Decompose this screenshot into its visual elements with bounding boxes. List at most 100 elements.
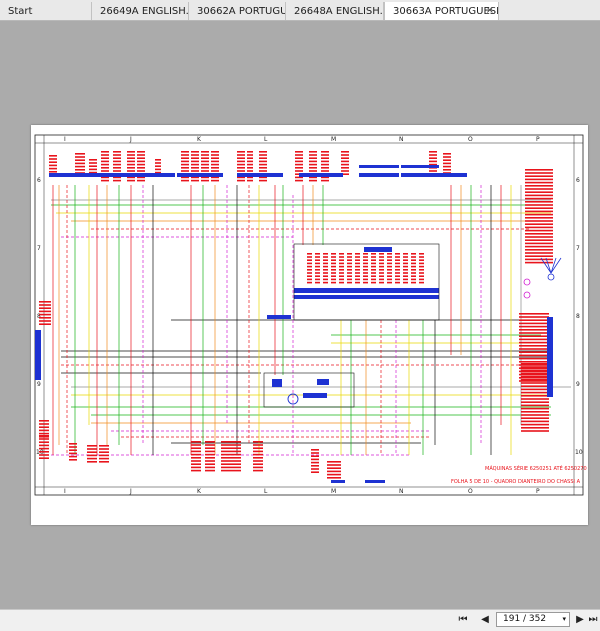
wire-label bbox=[211, 157, 219, 159]
wire-label bbox=[113, 160, 121, 163]
wire-label bbox=[181, 160, 189, 163]
wire-label bbox=[87, 445, 97, 447]
wire-label bbox=[201, 151, 209, 153]
wire-label bbox=[525, 242, 553, 245]
next-page-icon[interactable]: ▶ bbox=[576, 614, 584, 625]
wire-label bbox=[231, 447, 241, 449]
status-bar: ⏮ ◀ 191 / 352 ▾ ▶ ⏭ bbox=[0, 609, 600, 631]
wire-label bbox=[519, 341, 549, 344]
close-icon[interactable]: × bbox=[485, 5, 494, 16]
wire-label bbox=[387, 256, 392, 258]
wire-label bbox=[363, 275, 368, 277]
wire-label bbox=[309, 170, 317, 172]
wire-label bbox=[311, 465, 319, 467]
last-page-icon[interactable]: ⏭ bbox=[588, 614, 598, 625]
wire-label bbox=[521, 401, 549, 403]
wire-label bbox=[39, 438, 49, 440]
tab-26648a-english[interactable]: 26648A ENGLISH.pdf bbox=[286, 2, 384, 20]
wire-label bbox=[525, 220, 553, 222]
wire-label bbox=[403, 269, 408, 271]
wire-label bbox=[311, 468, 319, 470]
wire-label bbox=[339, 253, 344, 255]
wire-label bbox=[525, 207, 553, 209]
wire-label bbox=[237, 179, 245, 182]
wire-label bbox=[419, 253, 424, 255]
top-connector bbox=[97, 173, 157, 177]
wire-label bbox=[525, 178, 553, 181]
wire-label bbox=[247, 167, 253, 169]
wire-label bbox=[237, 157, 245, 159]
wire-label bbox=[521, 414, 549, 416]
document-viewer[interactable]: I J K L M N O P I J K L M N O P 6 7 8 9 … bbox=[0, 21, 600, 609]
wire-label bbox=[519, 332, 549, 334]
wire-label bbox=[295, 154, 303, 156]
wire-label bbox=[191, 179, 199, 182]
col-label-bottom: P bbox=[536, 488, 540, 495]
page-number-input[interactable]: 191 / 352 ▾ bbox=[496, 612, 570, 627]
wire-label bbox=[521, 379, 549, 381]
wire-label bbox=[347, 256, 352, 258]
wire-group bbox=[51, 185, 571, 456]
wire-label bbox=[231, 457, 241, 459]
wire-label bbox=[525, 201, 553, 203]
col-label-top: N bbox=[399, 136, 404, 143]
wire-label bbox=[429, 151, 437, 153]
wire-label bbox=[307, 265, 312, 268]
wire-label bbox=[75, 156, 85, 158]
wire-label bbox=[525, 226, 553, 229]
wire-label bbox=[323, 281, 328, 284]
wire-label bbox=[327, 470, 341, 473]
wire-label bbox=[363, 259, 368, 261]
wire-label bbox=[525, 204, 553, 206]
wire-label bbox=[327, 464, 341, 466]
wire-label bbox=[137, 151, 145, 153]
wire-label bbox=[443, 165, 451, 168]
tab-30662a-portugues[interactable]: 30662A PORTUGUES... bbox=[189, 2, 286, 20]
wire-label bbox=[521, 430, 549, 432]
wire-label bbox=[39, 441, 49, 443]
col-label-bottom: N bbox=[399, 488, 404, 495]
row-label-right: 9 bbox=[576, 381, 580, 388]
wire-label bbox=[403, 265, 408, 268]
wire-label bbox=[521, 363, 549, 365]
wire-label bbox=[347, 253, 352, 255]
wire-label bbox=[347, 275, 352, 277]
wire-label bbox=[525, 245, 553, 248]
wire-label bbox=[379, 259, 384, 261]
wire-label bbox=[127, 170, 135, 172]
wire-label bbox=[525, 249, 553, 251]
wire-label bbox=[355, 265, 360, 268]
tab-start[interactable]: Start bbox=[0, 2, 92, 20]
wire-label bbox=[253, 441, 263, 443]
wire-label bbox=[403, 281, 408, 284]
wire-label bbox=[39, 310, 51, 313]
wire-label bbox=[331, 259, 336, 261]
tab-26649a-english[interactable]: 26649A ENGLISH.pdf bbox=[92, 2, 189, 20]
first-page-icon[interactable]: ⏮ bbox=[458, 614, 468, 625]
wire-label bbox=[387, 265, 392, 268]
wire-label bbox=[323, 272, 328, 274]
wire-label bbox=[191, 157, 199, 159]
wire-label bbox=[323, 269, 328, 271]
wire-label bbox=[341, 167, 349, 169]
wire-label bbox=[395, 269, 400, 271]
wire-label bbox=[75, 165, 85, 168]
wire-label bbox=[395, 278, 400, 281]
wire-label bbox=[379, 269, 384, 271]
wire-label bbox=[419, 265, 424, 268]
chevron-down-icon[interactable]: ▾ bbox=[562, 615, 566, 623]
tab-30663a-portuguese[interactable]: 30663A PORTUGUESE.... × bbox=[384, 2, 499, 20]
top-connector bbox=[299, 173, 343, 177]
wire-label bbox=[191, 167, 199, 169]
wire-label bbox=[181, 157, 189, 159]
col-label-top: J bbox=[129, 136, 132, 143]
wire-label bbox=[307, 259, 312, 261]
wire-label bbox=[371, 265, 376, 268]
wire-label bbox=[525, 197, 553, 200]
wire-label bbox=[519, 370, 549, 373]
wire-label bbox=[89, 162, 97, 164]
wire-label bbox=[221, 444, 231, 446]
wire-label bbox=[101, 151, 109, 153]
prev-page-icon[interactable]: ◀ bbox=[481, 614, 489, 625]
wire-label bbox=[247, 160, 253, 163]
